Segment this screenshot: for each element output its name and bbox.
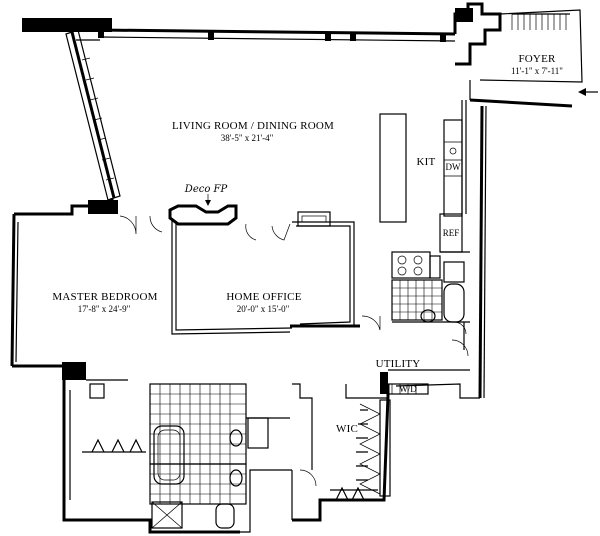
kitchen	[379, 100, 470, 283]
washer-dryer-label: W/D	[399, 384, 417, 394]
entry-arrow-icon	[578, 88, 598, 96]
bedroom-closet	[69, 379, 146, 500]
living-room-dims: 38'-5" x 21'-4"	[221, 133, 274, 143]
foyer-dims: 11'-1" x 7'-11"	[511, 66, 563, 76]
walk-in-closet	[292, 383, 391, 501]
home-office-label: HOME OFFICE	[226, 291, 301, 303]
refrigerator-label: REF	[443, 228, 460, 238]
home-office-walls	[168, 204, 360, 335]
powder-room	[391, 279, 470, 350]
top-wall-ticks	[98, 30, 446, 42]
utility	[380, 339, 470, 395]
home-office-dims: 20'-0" x 15'-0"	[237, 304, 290, 314]
door-swings	[119, 215, 381, 331]
master-bedroom-dims: 17'-8" x 24'-9"	[78, 304, 131, 314]
kitchen-label: KIT	[417, 156, 436, 168]
wic-label: WIC	[336, 423, 358, 435]
fireplace-arrow-icon	[205, 194, 211, 206]
foyer-closet	[511, 13, 570, 30]
dishwasher-label: DW	[446, 162, 461, 172]
utility-label: UTILITY	[376, 358, 421, 370]
fireplace-note: Deco FP	[184, 184, 228, 195]
living-room-label: LIVING ROOM / DINING ROOM	[172, 120, 334, 132]
master-bath	[149, 383, 290, 529]
exterior-walls	[10, 2, 583, 534]
window-ticks	[81, 57, 115, 181]
master-bedroom-label: MASTER BEDROOM	[52, 291, 157, 303]
foyer-label: FOYER	[518, 53, 556, 65]
